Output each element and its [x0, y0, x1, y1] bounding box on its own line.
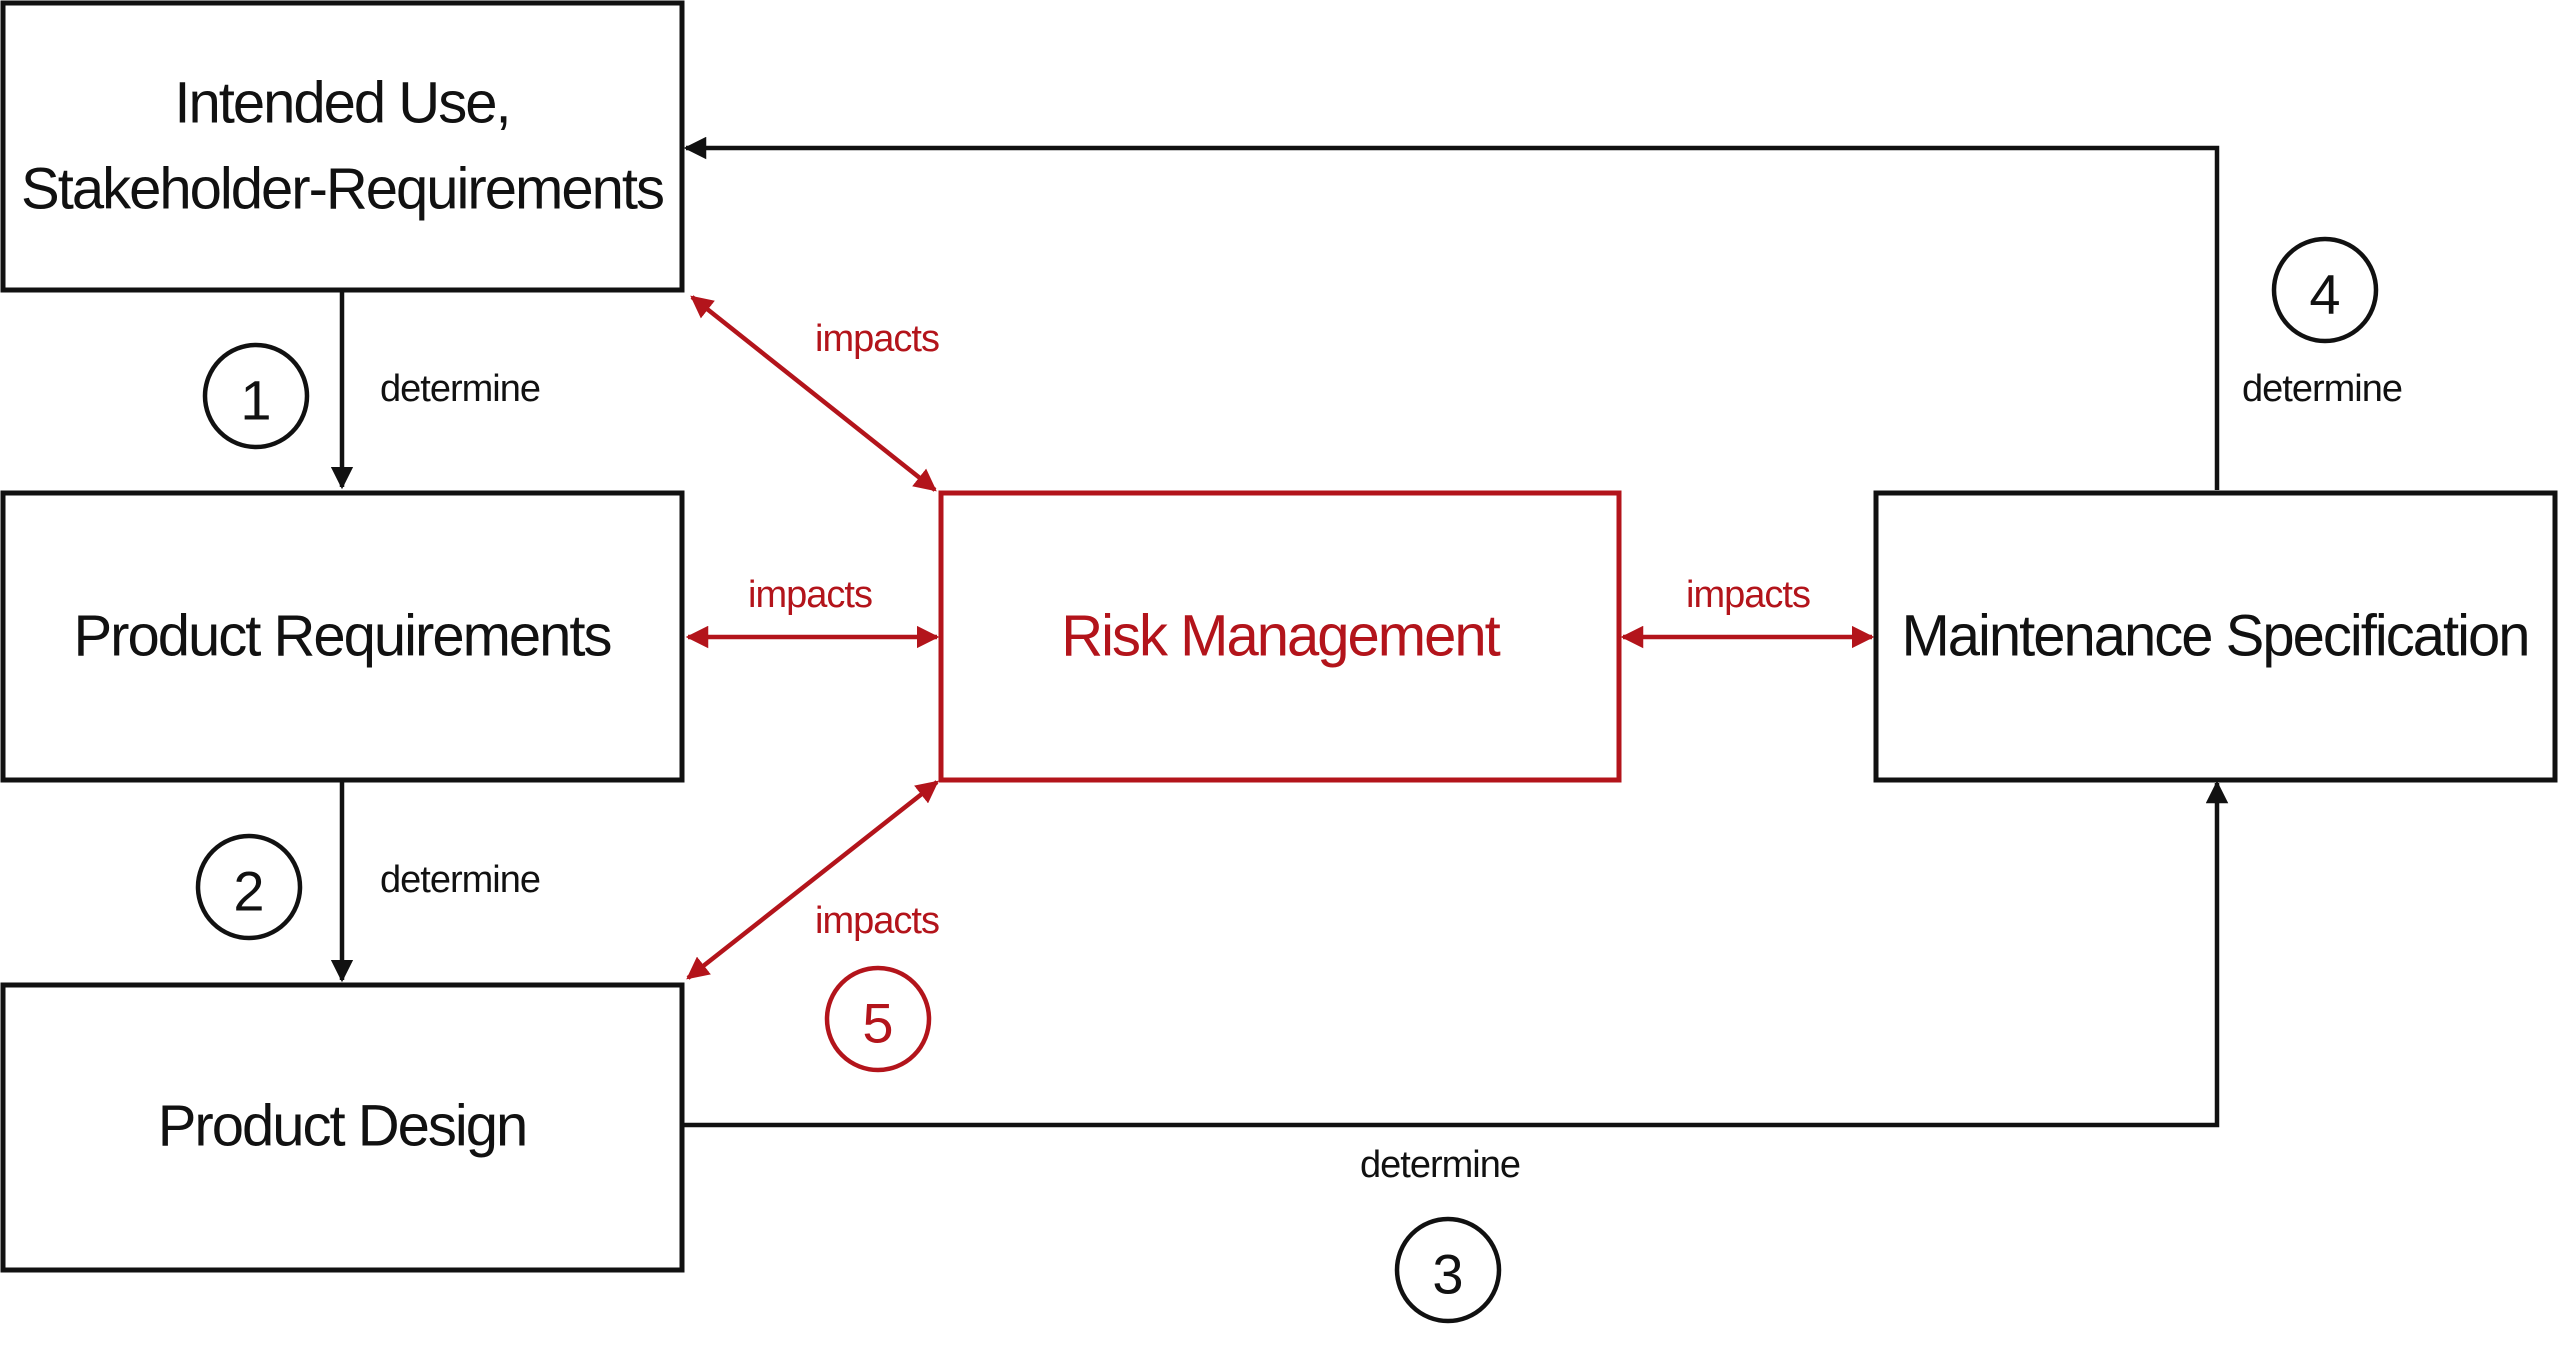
- node-product-design: Product Design: [0, 982, 685, 1273]
- edge-label-impacts-product-design: impacts: [815, 900, 939, 942]
- step-number-2: 2: [233, 860, 264, 923]
- edge-label-determine-1: determine: [380, 368, 540, 410]
- node-intended-use-line2: Stakeholder-Requirements: [21, 156, 663, 221]
- node-maintenance-spec-label: Maintenance Specification: [1901, 603, 2528, 668]
- step-circle-1: 1: [202, 342, 310, 450]
- node-product-requirements-label: Product Requirements: [73, 603, 610, 668]
- node-risk-management-label: Risk Management: [1061, 603, 1500, 668]
- edge-maintenance-spec-to-intended-use: [683, 136, 2220, 490]
- edge-label-impacts-maintenance-spec: impacts: [1686, 574, 1810, 616]
- step-circle-4: 4: [2271, 236, 2379, 344]
- step-number-1: 1: [240, 369, 271, 432]
- step-number-4: 4: [2309, 263, 2340, 326]
- edge-risk-impacts-intended-use: [690, 295, 937, 492]
- edge-label-determine-3: determine: [1360, 1144, 1520, 1186]
- edge-label-impacts-intended-use: impacts: [815, 318, 939, 360]
- step-number-5: 5: [862, 992, 893, 1055]
- step-number-3: 3: [1432, 1243, 1463, 1306]
- node-intended-use-line1: Intended Use,: [174, 70, 509, 135]
- edge-label-determine-4: determine: [2242, 368, 2402, 410]
- step-circle-3: 3: [1394, 1216, 1502, 1324]
- edge-product-design-to-maintenance-spec: [682, 780, 2229, 1128]
- node-intended-use: Intended Use, Stakeholder-Requirements: [0, 0, 685, 293]
- node-maintenance-spec: Maintenance Specification: [1873, 490, 2558, 783]
- node-risk-management: Risk Management: [938, 490, 1622, 783]
- node-product-design-label: Product Design: [158, 1093, 527, 1158]
- node-product-requirements: Product Requirements: [0, 490, 685, 783]
- step-circle-2: 2: [195, 833, 303, 941]
- edge-label-determine-2: determine: [380, 859, 540, 901]
- edge-label-impacts-product-requirements: impacts: [748, 574, 872, 616]
- edge-risk-impacts-product-design: [686, 780, 939, 980]
- step-circle-5: 5: [824, 965, 932, 1073]
